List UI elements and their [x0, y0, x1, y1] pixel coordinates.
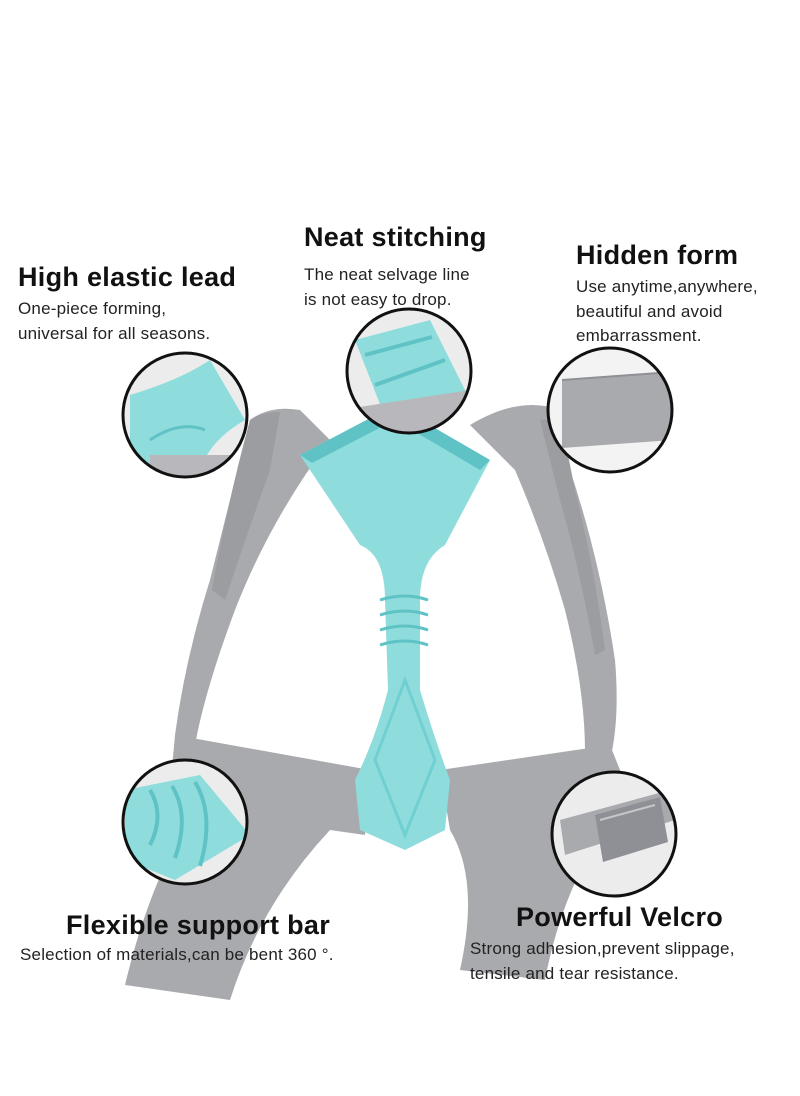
feature-flexible-support-bar: Flexible support bar Selection of materi…: [20, 910, 334, 968]
brace-lower-ridge: [373, 675, 437, 840]
zoom-circle-hidden-form: [546, 346, 674, 474]
feature-title: High elastic lead: [18, 262, 237, 292]
feature-description: Selection of materials,can be bent 360 °…: [20, 943, 334, 968]
feature-title: Powerful Velcro: [516, 902, 724, 932]
feature-title: Hidden form: [576, 240, 739, 270]
feature-title: Flexible support bar: [66, 910, 331, 940]
left-strap-band: [175, 408, 330, 745]
feature-description-line: tensile and tear resistance.: [470, 963, 679, 983]
feature-description-line: universal for all seasons.: [18, 323, 211, 343]
feature-description-line: is not easy to drop.: [304, 289, 452, 309]
feature-description-line: beautiful and avoid: [576, 301, 723, 321]
feature-title: Neat stitching: [304, 222, 487, 252]
zoom-circle-stitching: [345, 307, 473, 435]
feature-description-line: Selection of materials,can be bent 360 °…: [20, 945, 334, 965]
feature-description-line: embarrassment.: [576, 326, 702, 346]
left-strap-shade: [212, 412, 280, 600]
brace-ribs: [379, 594, 429, 647]
feature-description-line: The neat selvage line: [304, 265, 470, 285]
zoom-circle-elastic: [121, 351, 249, 479]
feature-hidden-form: Hidden form Use anytime,anywhere, beauti…: [576, 240, 758, 349]
right-strap-band: [470, 405, 617, 760]
feature-description-line: One-piece forming,: [18, 299, 167, 319]
feature-high-elastic-lead: High elastic lead One-piece forming, uni…: [18, 262, 236, 346]
feature-description: Use anytime,anywhere, beautiful and avoi…: [576, 275, 758, 349]
right-strap-shade: [540, 419, 605, 655]
feature-description-line: Use anytime,anywhere,: [576, 277, 758, 297]
feature-description: The neat selvage line is not easy to dro…: [304, 263, 487, 312]
feature-description: One-piece forming, universal for all sea…: [18, 297, 236, 346]
feature-neat-stitching: Neat stitching The neat selvage line is …: [304, 222, 487, 312]
zoom-circle-support-bar: [121, 758, 249, 886]
feature-description-line: Strong adhesion,prevent slippage,: [470, 939, 735, 959]
feature-powerful-velcro: Powerful Velcro Strong adhesion,prevent …: [470, 902, 735, 986]
feature-description: Strong adhesion,prevent slippage, tensil…: [470, 937, 735, 986]
zoom-circle-velcro: [550, 770, 678, 898]
